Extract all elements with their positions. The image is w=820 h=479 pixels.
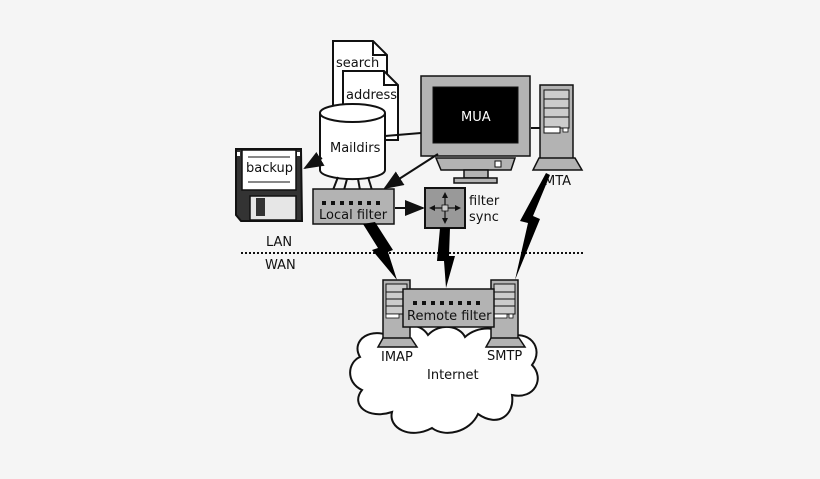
- floppy-disk-icon: [235, 148, 304, 222]
- address-label: address: [346, 88, 397, 103]
- mta-smtp-lightning-icon: [515, 173, 550, 280]
- maildirs-local-filter-links: [332, 176, 373, 191]
- local-filter-box: [312, 188, 395, 225]
- wan-label: WAN: [265, 258, 296, 273]
- maildirs-database-icon: [319, 103, 386, 181]
- local-filter-dots: [322, 201, 380, 205]
- mua-label: MUA: [461, 110, 491, 125]
- local-filter-imap-lightning-icon: [363, 222, 397, 280]
- filter-sync-remote-lightning-icon: [437, 228, 455, 288]
- maildirs-label: Maildirs: [330, 141, 381, 156]
- local-filter-label: Local filter: [319, 208, 388, 223]
- search-label: search: [336, 56, 379, 71]
- remote-filter-label: Remote filter: [407, 309, 492, 324]
- smtp-label: SMTP: [487, 349, 522, 364]
- backup-label: backup: [246, 161, 293, 176]
- mta-server-icon: [531, 84, 584, 171]
- remote-filter-box: [402, 288, 495, 328]
- lan-label: LAN: [266, 235, 292, 250]
- remote-filter-dots: [413, 301, 480, 305]
- maildirs-backup-arrow: [303, 151, 325, 170]
- monitor-icon: [420, 75, 531, 184]
- mta-label: MTA: [544, 174, 571, 189]
- imap-label: IMAP: [381, 350, 413, 365]
- mua-local-filter-arrow: [383, 153, 439, 190]
- filter-sync-icon: [424, 187, 466, 229]
- mua-maildirs-link: [384, 132, 422, 137]
- filter-sync-label-line1: filter: [469, 194, 500, 209]
- internet-cloud-icon: [349, 324, 539, 434]
- internet-label: Internet: [427, 368, 479, 383]
- filter-sync-label-line2: sync: [469, 210, 499, 225]
